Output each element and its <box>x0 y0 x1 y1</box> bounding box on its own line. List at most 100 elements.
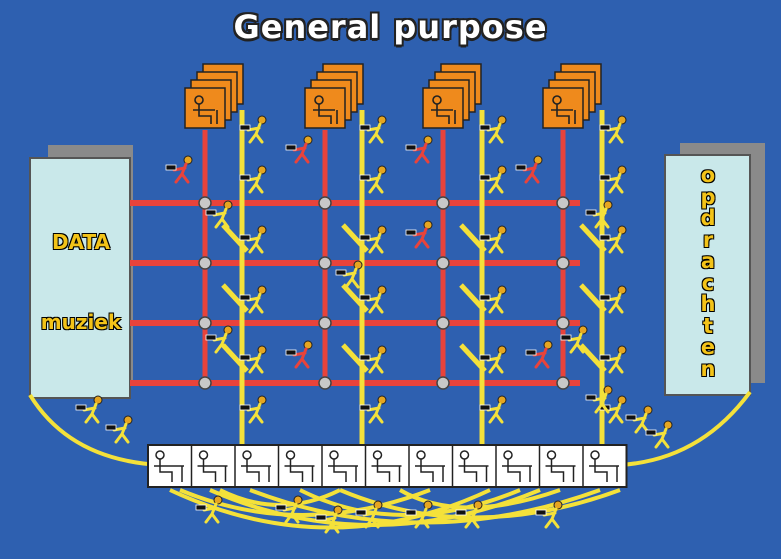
person-head <box>603 385 613 395</box>
person-head <box>497 345 507 355</box>
yellow-runner <box>455 500 483 529</box>
yellow-runner <box>479 115 507 144</box>
bus-node <box>436 256 450 270</box>
yellow-runner <box>275 495 303 524</box>
person-head <box>423 220 433 230</box>
yellow-runner <box>105 415 133 444</box>
data-packet <box>599 234 611 241</box>
desk-icon <box>197 459 228 482</box>
person-head <box>183 155 193 165</box>
person-head <box>617 115 627 125</box>
yellow-runner <box>359 285 387 314</box>
yellow-link <box>459 283 487 313</box>
yellow-runner <box>239 345 267 374</box>
yellow-arc <box>398 488 561 510</box>
yellow-runner <box>585 200 613 229</box>
yellow-runner <box>535 500 563 529</box>
person-head <box>497 225 507 235</box>
data-packet <box>405 144 417 151</box>
data-packet <box>359 234 371 241</box>
processor-card <box>542 87 584 129</box>
bus-node <box>556 196 570 210</box>
person-head <box>423 500 433 510</box>
bus-node <box>556 256 570 270</box>
yellow-link <box>579 223 607 253</box>
data-packet <box>599 124 611 131</box>
desk-icon <box>371 459 402 482</box>
person-head <box>257 115 267 125</box>
yellow-link <box>579 343 607 373</box>
yellow-link <box>459 343 487 373</box>
yellow-runner <box>599 225 627 254</box>
yellow-link <box>221 223 249 253</box>
data-packet <box>359 294 371 301</box>
bus-node <box>198 376 212 390</box>
desk-icon <box>431 104 456 124</box>
data-packet <box>205 209 217 216</box>
yellow-arc <box>339 488 621 520</box>
person-head <box>423 135 433 145</box>
desk-icon <box>415 459 445 482</box>
data-packet <box>239 404 251 411</box>
desk-icon <box>154 459 184 482</box>
person-head <box>553 500 563 510</box>
data-packet <box>359 124 371 131</box>
data-packet <box>479 124 491 131</box>
yellow-arc <box>179 488 431 517</box>
red-runner <box>405 135 433 164</box>
yellow-runner <box>479 165 507 194</box>
yellow-runner <box>479 345 507 374</box>
data-packet <box>165 164 177 171</box>
data-packet <box>645 429 657 436</box>
bus-node <box>436 196 450 210</box>
data-packet <box>285 144 297 151</box>
data-packet <box>515 164 527 171</box>
desk-icon <box>551 104 576 124</box>
yellow-runner <box>239 395 267 424</box>
person-head <box>223 200 233 210</box>
desk-icon <box>545 459 576 482</box>
data-packet <box>585 394 597 401</box>
muziek-label: muziek <box>40 310 122 334</box>
desk-icon <box>328 459 358 482</box>
person-head <box>303 340 313 350</box>
data-packet <box>479 404 491 411</box>
bus-node <box>318 196 332 210</box>
data-packet <box>335 269 347 276</box>
opdrachten-letter: n <box>700 356 716 381</box>
red-runner <box>165 155 193 184</box>
opdrachten-letter: c <box>701 270 715 295</box>
data-packet <box>479 174 491 181</box>
red-runner <box>515 155 543 184</box>
yellow-link <box>341 343 369 373</box>
opdrachten-letter: o <box>700 163 716 187</box>
red-runner <box>525 340 553 369</box>
data-packet <box>479 294 491 301</box>
person-head <box>377 285 387 295</box>
data-packet <box>535 509 547 516</box>
yellow-runner <box>625 405 653 434</box>
yellow-runner <box>359 225 387 254</box>
bus-node <box>198 316 212 330</box>
data-packet <box>359 354 371 361</box>
yellow-runner <box>355 500 383 529</box>
yellow-runner <box>195 495 223 524</box>
yellow-link <box>579 283 607 313</box>
opdrachten-letter: t <box>702 313 714 338</box>
yellow-link <box>459 223 487 253</box>
yellow-runner <box>560 325 588 354</box>
data-packet <box>355 509 367 516</box>
yellow-runner <box>239 225 267 254</box>
person-head <box>377 225 387 235</box>
person-head <box>617 395 627 405</box>
person-head <box>257 285 267 295</box>
desk-icon <box>589 459 619 482</box>
data-label: DATA <box>51 230 111 254</box>
yellow-runner <box>479 395 507 424</box>
data-packet <box>205 334 217 341</box>
person-head <box>377 395 387 405</box>
data-packet <box>239 354 251 361</box>
opdrachten-letter: p <box>700 184 716 209</box>
